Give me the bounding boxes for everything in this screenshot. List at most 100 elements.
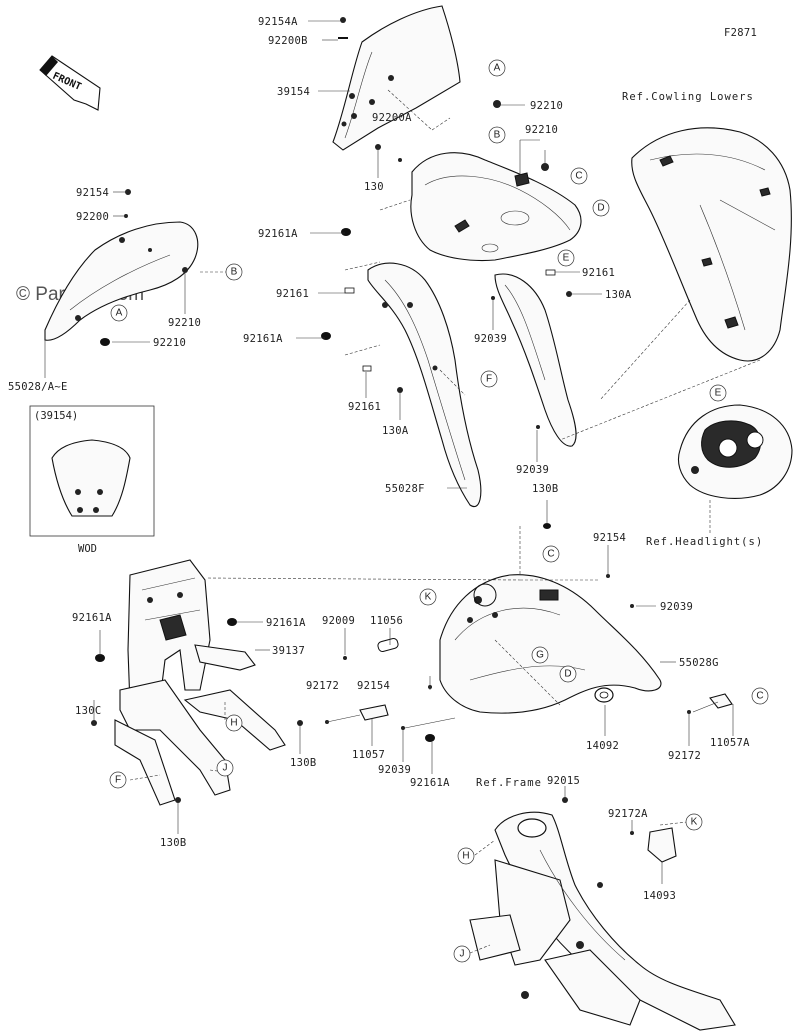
inner-cowling-55028G-part[interactable] — [439, 574, 662, 714]
svg-text:H: H — [230, 718, 237, 729]
svg-text:D: D — [564, 669, 571, 680]
inset-title: (39154) — [34, 410, 78, 422]
callout-marker: E — [709, 384, 727, 402]
part-label[interactable]: 92161 — [276, 288, 309, 300]
svg-text:D: D — [597, 203, 604, 214]
part-label[interactable]: 92039 — [516, 464, 549, 476]
part-label[interactable]: 92039 — [474, 333, 507, 345]
svg-text:C: C — [547, 549, 554, 560]
callout-marker: K — [685, 813, 703, 831]
inset-windshield-option-box: (39154) WOD — [29, 405, 155, 555]
callout-marker: F — [109, 771, 127, 789]
bracket-11057-part[interactable] — [359, 704, 389, 721]
headlight-ref-part — [677, 404, 793, 499]
part-label[interactable]: 11057 — [352, 749, 385, 761]
part-label[interactable]: 130B — [532, 483, 559, 495]
cowling-lower-ref-part — [631, 127, 792, 362]
callout-marker: J — [453, 945, 471, 963]
part-label[interactable]: 92161A — [243, 333, 283, 345]
meter-bracket-39137-part[interactable] — [127, 559, 211, 706]
part-label[interactable]: 92210 — [525, 124, 558, 136]
part-label[interactable]: 92210 — [153, 337, 186, 349]
part-label[interactable]: 11056 — [370, 615, 403, 627]
part-label[interactable]: 11057A — [710, 737, 750, 749]
grommet-14092-part[interactable] — [594, 687, 614, 703]
inset-caption: WOD — [78, 543, 97, 555]
part-label[interactable]: 14093 — [643, 890, 676, 902]
part-label[interactable]: 92210 — [530, 100, 563, 112]
side-cover-55028-part[interactable] — [44, 221, 199, 341]
svg-text:E: E — [715, 388, 722, 399]
part-label[interactable]: 39137 — [272, 645, 305, 657]
part-label[interactable]: 55028F — [385, 483, 425, 495]
callout-marker: H — [457, 847, 475, 865]
frame-ref-part — [469, 811, 736, 1031]
part-label[interactable]: 92161A — [72, 612, 112, 624]
bracket-14093-part[interactable] — [647, 827, 677, 863]
part-label[interactable]: 92015 — [547, 775, 580, 787]
hose-11056-part[interactable] — [377, 637, 399, 653]
part-label[interactable]: 92161A — [258, 228, 298, 240]
bracket-11057A-part[interactable] — [709, 693, 733, 709]
figure-code: F2871 — [724, 27, 757, 39]
part-label[interactable]: 92210 — [168, 317, 201, 329]
callout-marker: C — [751, 687, 769, 705]
part-label[interactable]: 92200A — [372, 112, 412, 124]
svg-text:F: F — [115, 775, 121, 786]
ref-frame[interactable]: Ref.Frame — [476, 777, 542, 789]
front-direction-arrow-icon: FRONT — [39, 55, 101, 111]
part-label[interactable]: 39154 — [277, 86, 310, 98]
part-number-labels: 92154A 92200B 39154 92200A 130 92210 922… — [8, 16, 750, 902]
svg-text:A: A — [494, 63, 501, 74]
part-label[interactable]: 130 — [364, 181, 384, 193]
part-label[interactable]: 92172 — [668, 750, 701, 762]
part-label[interactable]: 92039 — [378, 764, 411, 776]
part-label[interactable]: 92154 — [357, 680, 390, 692]
part-label[interactable]: 130B — [160, 837, 187, 849]
part-label[interactable]: 92039 — [660, 601, 693, 613]
svg-text:A: A — [116, 308, 123, 319]
callout-marker: A — [488, 59, 506, 77]
part-label[interactable]: 130A — [605, 289, 632, 301]
callout-marker: C — [570, 167, 588, 185]
svg-text:J: J — [223, 763, 228, 774]
leader-lines — [44, 20, 734, 884]
part-label[interactable]: 14092 — [586, 740, 619, 752]
part-label[interactable]: 92161A — [266, 617, 306, 629]
windshield-part[interactable] — [332, 5, 461, 151]
part-label[interactable]: 92172 — [306, 680, 339, 692]
callout-marker: D — [559, 665, 577, 683]
callout-marker: K — [419, 588, 437, 606]
svg-text:F: F — [486, 374, 492, 385]
inner-cowling-upper-part[interactable] — [410, 152, 582, 262]
part-label[interactable]: 92200B — [268, 35, 308, 47]
callout-marker: D — [592, 199, 610, 217]
part-label[interactable]: 130C — [75, 705, 102, 717]
part-label[interactable]: 92161A — [410, 777, 450, 789]
callout-marker: B — [225, 263, 243, 281]
callout-markers: A B C D E B A F E C K G D H F J C H J K — [109, 59, 769, 963]
callout-marker: A — [110, 304, 128, 322]
svg-text:B: B — [494, 130, 501, 141]
part-label[interactable]: 55028/A~E — [8, 381, 68, 393]
dashed-reference-lines — [129, 89, 761, 954]
part-label[interactable]: 92200 — [76, 211, 109, 223]
inner-cowling-55028F-part[interactable] — [367, 262, 482, 508]
callout-marker: G — [531, 646, 549, 664]
part-label[interactable]: 130A — [382, 425, 409, 437]
ref-cowling-lowers[interactable]: Ref.Cowling Lowers — [622, 91, 754, 103]
part-label[interactable]: 92154 — [76, 187, 109, 199]
inner-cowling-right-panel-part[interactable] — [494, 273, 577, 447]
svg-text:H: H — [462, 851, 469, 862]
part-label[interactable]: 92154 — [593, 532, 626, 544]
part-label[interactable]: 92009 — [322, 615, 355, 627]
part-label[interactable]: 92172A — [608, 808, 648, 820]
part-label[interactable]: 130B — [290, 757, 317, 769]
part-label[interactable]: 92154A — [258, 16, 298, 28]
ref-headlights[interactable]: Ref.Headlight(s) — [646, 536, 763, 548]
part-label[interactable]: 92161 — [348, 401, 381, 413]
part-label[interactable]: 55028G — [679, 657, 719, 669]
part-label[interactable]: 92161 — [582, 267, 615, 279]
hardware-fasteners — [91, 17, 691, 835]
